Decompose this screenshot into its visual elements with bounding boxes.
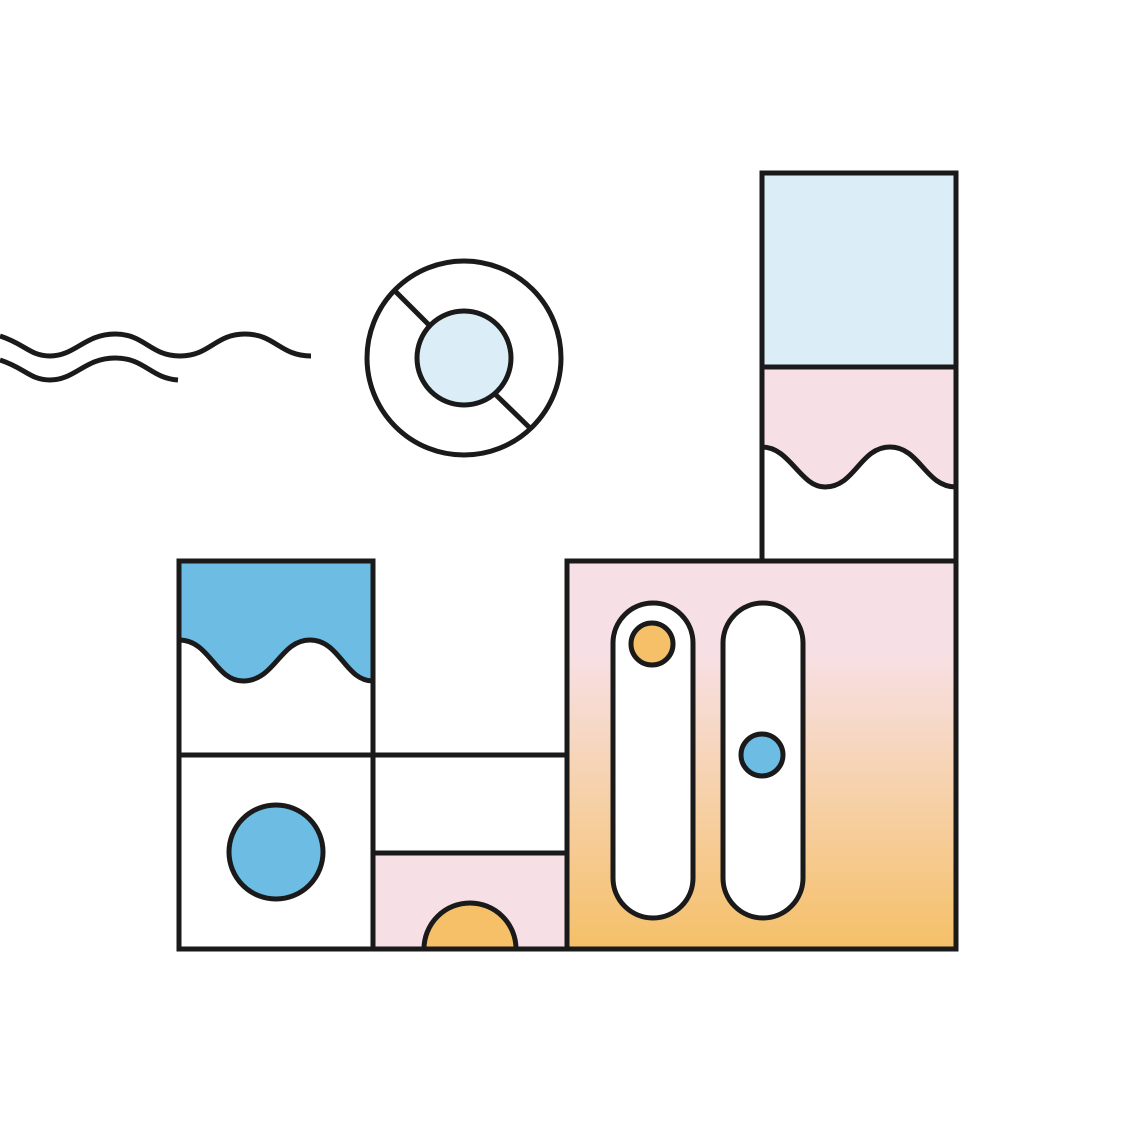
ring-spoke-upper <box>393 289 432 328</box>
wave-block-fill <box>179 640 373 755</box>
ring-icon <box>364 258 564 458</box>
circle-block-icon <box>176 752 376 952</box>
wave-block-icon <box>176 558 376 758</box>
tower-wave-line <box>761 444 957 490</box>
slider-track-icon <box>610 600 696 921</box>
tower-top-cell <box>759 170 959 370</box>
slider-group <box>610 600 806 921</box>
ring-inner <box>414 308 514 408</box>
tower-block-icon <box>759 170 959 564</box>
half-circle-block-icon <box>370 752 570 952</box>
ring-spoke-lower <box>494 393 534 432</box>
middle-upper-cell <box>370 752 570 856</box>
wavy-line-upper <box>0 331 312 359</box>
tower-wave-fill <box>762 447 956 561</box>
slider-knob-icon <box>738 731 786 779</box>
wavy-lines-icon <box>0 331 312 383</box>
wave-block-line <box>178 637 374 684</box>
slider-knob-icon <box>628 620 676 668</box>
half-circle-shape <box>421 900 519 952</box>
wavy-line-lower <box>0 355 179 383</box>
circle-block-dot <box>226 802 326 902</box>
